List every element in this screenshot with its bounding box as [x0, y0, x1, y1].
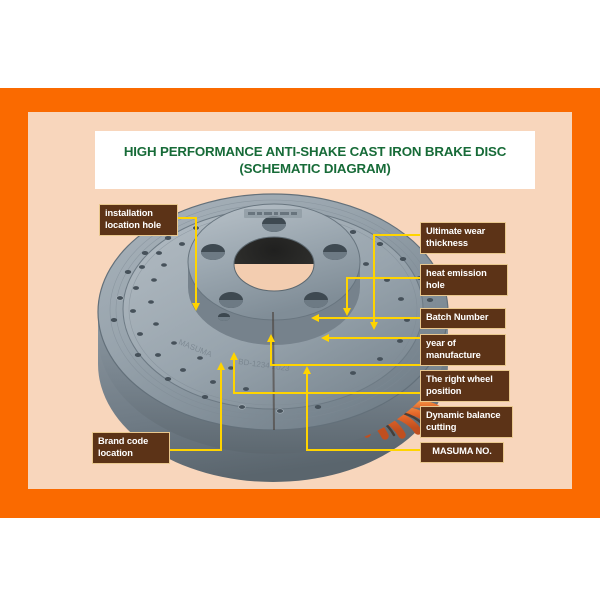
- arrow-batch-number: [311, 313, 319, 322]
- label-the-right-wheel-position[interactable]: The right wheel position: [420, 370, 510, 402]
- arrow-year-of-manufacture: [321, 333, 329, 342]
- leader-year-of-manufacture: [328, 337, 420, 339]
- label-batch-number[interactable]: Batch Number: [420, 308, 506, 329]
- label-year-of-manufacture[interactable]: year of manufacture: [420, 334, 506, 366]
- label-dynamic-balance-cutting[interactable]: Dynamic balance cutting: [420, 406, 513, 438]
- label-installation-location-hole[interactable]: installation location hole: [99, 204, 178, 236]
- arrow-right-wheel: [266, 334, 275, 342]
- diagram-panel: MASUMA BD-1234 2023 HIGH PERFORMANCE ANT…: [28, 112, 572, 489]
- arrow-heat-emission: [342, 308, 351, 316]
- title-line-sub: (SCHEMATIC DIAGRAM): [239, 161, 391, 176]
- leader-ultimate-wear-v: [373, 234, 375, 324]
- label-masuma-no[interactable]: MASUMA NO.: [420, 442, 504, 463]
- arrow-brand-code: [216, 362, 225, 370]
- leader-masuma-no-v: [306, 374, 308, 451]
- leader-installation-location-hole-v: [195, 217, 197, 305]
- label-heat-emission-hole[interactable]: heat emission hole: [420, 264, 508, 296]
- title-line-main: HIGH PERFORMANCE ANTI-SHAKE CAST IRON BR…: [123, 144, 507, 159]
- leader-masuma-no: [306, 449, 420, 451]
- arrow-masuma-no: [302, 366, 311, 374]
- rotor-hub: [187, 203, 361, 345]
- label-brand-code-location[interactable]: Brand code location: [92, 432, 170, 464]
- arrow-dynamic-balance: [229, 352, 238, 360]
- brake-disc-illustration: MASUMA BD-1234 2023: [97, 193, 449, 482]
- leader-brand-code-h: [123, 449, 222, 451]
- installation-locating-hole: [218, 313, 230, 321]
- leader-dynamic-balance-h: [233, 392, 420, 394]
- leader-heat-emission-h: [346, 277, 420, 279]
- label-ultimate-wear-thickness[interactable]: Ultimate wear thickness: [420, 222, 506, 254]
- leader-right-wheel-h: [270, 364, 420, 366]
- leader-right-wheel-v: [270, 342, 272, 366]
- leader-batch-number: [318, 317, 420, 319]
- rotor-outer-edge: [98, 312, 448, 454]
- arrow-installation-location-hole: [191, 303, 200, 311]
- leader-heat-emission-v: [346, 277, 348, 310]
- leader-ultimate-wear-h: [373, 234, 420, 236]
- arrow-ultimate-wear: [369, 322, 378, 330]
- lug-bolt-holes: [201, 216, 347, 308]
- leader-dynamic-balance-v: [233, 360, 235, 394]
- page-title: HIGH PERFORMANCE ANTI-SHAKE CAST IRON BR…: [95, 131, 535, 189]
- leader-brand-code-v: [220, 370, 222, 451]
